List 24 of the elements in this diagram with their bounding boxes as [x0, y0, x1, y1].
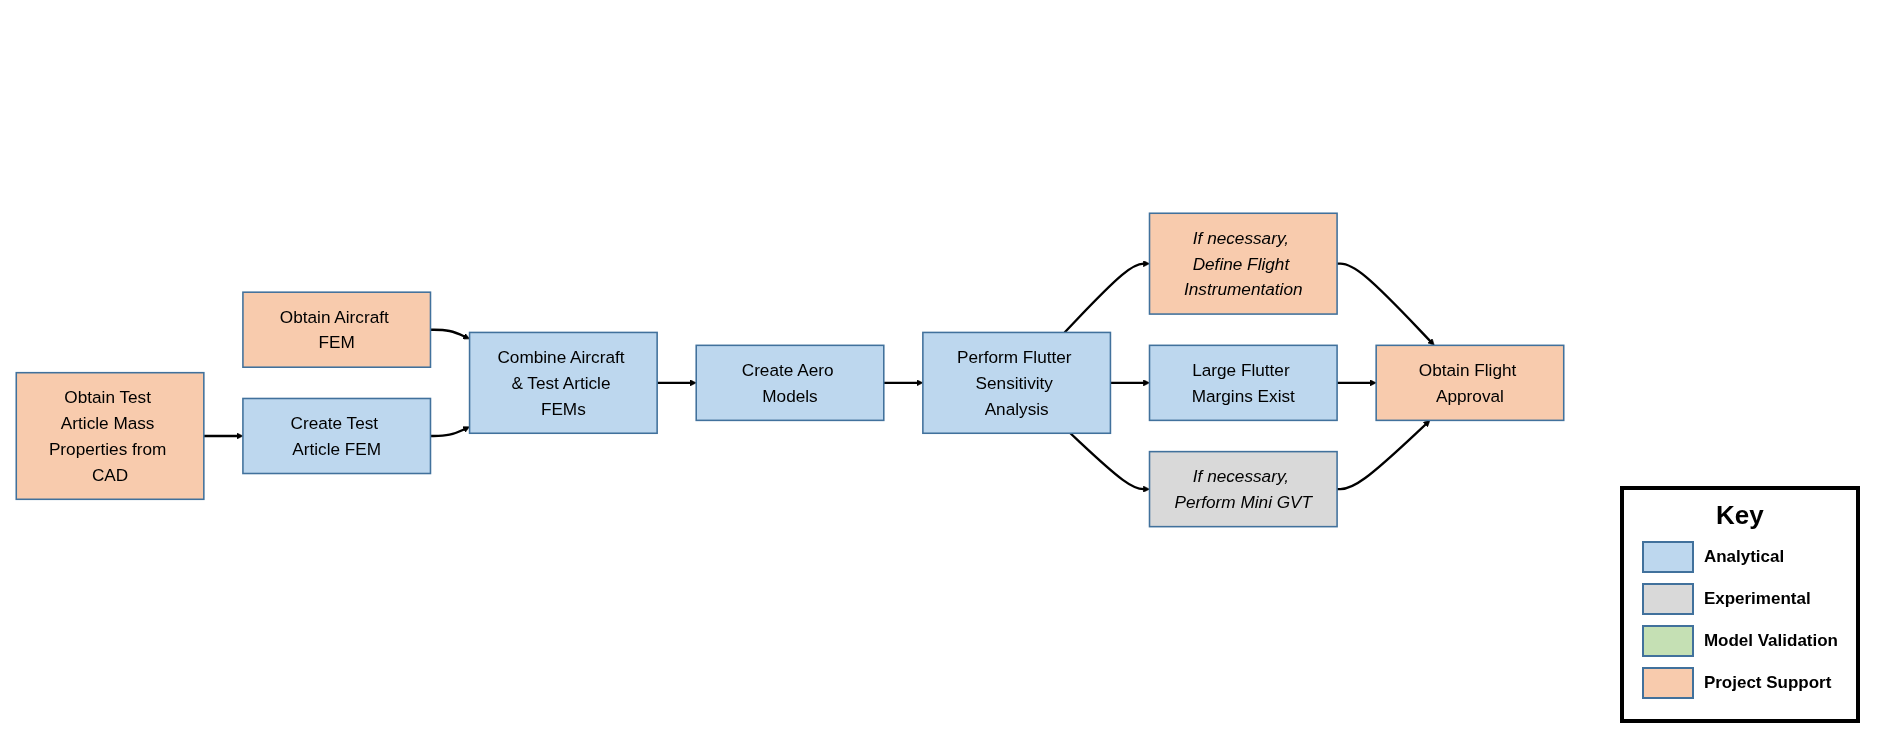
node-box: Combine Aircraft & Test Article FEMs: [468, 331, 658, 435]
legend-title: Key: [1715, 500, 1765, 531]
arrow: [430, 426, 470, 438]
legend-label: Experimental: [1703, 589, 1811, 609]
legend-label: Analytical: [1703, 547, 1785, 567]
arrow: [1110, 379, 1150, 387]
node-box: If necessary, Perform Mini GVT: [1148, 450, 1338, 528]
arrow: [1337, 379, 1377, 387]
arrow: [1337, 262, 1435, 346]
arrow: [1069, 432, 1150, 493]
legend-label: Project Support: [1703, 673, 1832, 693]
node-box: Obtain Aircraft FEM: [242, 291, 432, 369]
legend-label: Model Validation: [1703, 631, 1838, 651]
node-box: Perform Flutter Sensitivity Analysis: [922, 331, 1112, 435]
arrow: [430, 328, 470, 340]
arrow: [657, 379, 697, 387]
node-box: Obtain Test Article Mass Properties from CAD: [15, 371, 205, 501]
node-box: If necessary, Define Flight Instrumentation: [1148, 212, 1338, 315]
node-box: Create Aero Models: [695, 344, 885, 422]
arrow: [1337, 420, 1431, 491]
node-box: Large Flutter Margins Exist: [1148, 344, 1338, 422]
node-box: Obtain Flight Approval: [1375, 344, 1565, 422]
arrow: [1063, 260, 1150, 334]
node-box: Create Test Article FEM: [242, 397, 432, 475]
